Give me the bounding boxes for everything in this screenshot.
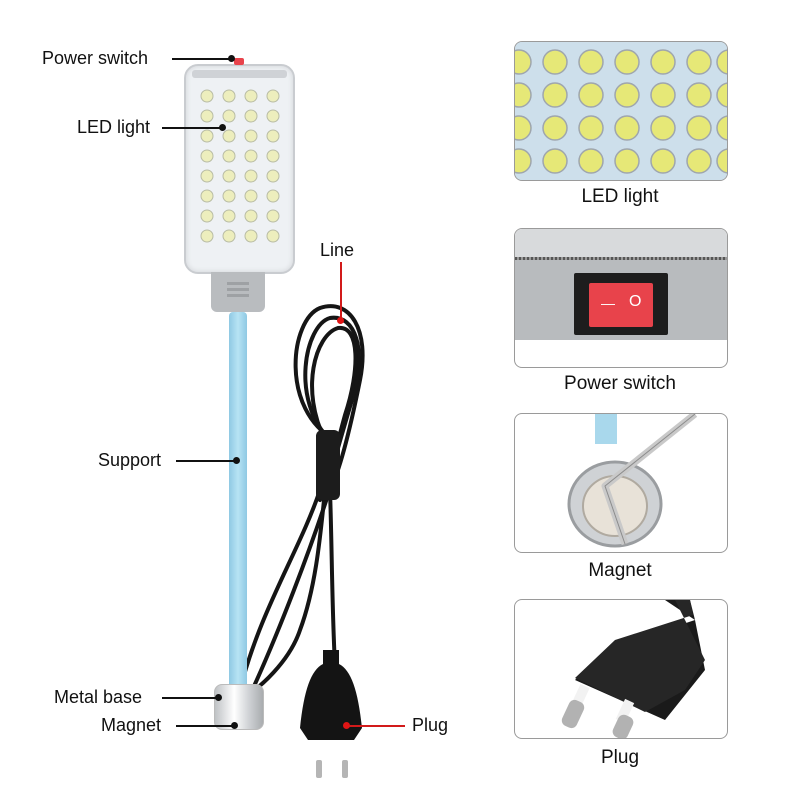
- led-array-illustration: [200, 89, 280, 243]
- callout-leader-magnet: [176, 725, 234, 727]
- detail-panel-led-light: [514, 41, 728, 181]
- detail-panel-magnet: [514, 413, 728, 553]
- support-tube: [229, 312, 247, 692]
- magnet-closeup-illustration: [567, 414, 698, 548]
- metal-base: [214, 684, 264, 730]
- callout-dot-plug: [343, 722, 350, 729]
- callout-label-plug: Plug: [412, 715, 449, 735]
- detail-panel-plug: [514, 599, 728, 739]
- detail-panel-power-switch: — O: [514, 228, 728, 368]
- callout-dot-power-switch: [228, 55, 235, 62]
- plug-closeup-illustration: [561, 600, 705, 738]
- callout-label-line: Line: [320, 240, 355, 260]
- product-diagram: Power switch LED light Line Support Meta…: [42, 48, 449, 778]
- callout-label-led-light: LED light: [77, 117, 151, 137]
- callout-leader-led-light: [162, 127, 222, 129]
- switch-on-symbol: O: [629, 293, 642, 310]
- detail-caption-magnet: Magnet: [588, 560, 652, 581]
- led-closeup-illustration: [515, 42, 727, 180]
- callout-leader-support: [176, 460, 236, 462]
- callout-label-support: Support: [98, 450, 162, 470]
- detail-caption-led-light: LED light: [581, 186, 659, 207]
- callout-label-metal-base: Metal base: [54, 687, 143, 707]
- callout-leader-metal-base: [162, 697, 218, 699]
- callout-leader-plug: [349, 725, 405, 727]
- callout-dot-magnet: [231, 722, 238, 729]
- lamp-neck-connector: [211, 272, 265, 312]
- callout-leader-power-switch: [172, 58, 232, 60]
- callout-dot-led-light: [219, 124, 226, 131]
- plug-illustration: [300, 650, 362, 778]
- power-cable-illustration: [236, 304, 365, 702]
- rocker-switch-housing: — O: [574, 273, 668, 335]
- callout-label-power-switch: Power switch: [42, 48, 149, 68]
- detail-caption-plug: Plug: [600, 747, 640, 768]
- callout-dot-metal-base: [215, 694, 222, 701]
- callout-leader-line: [340, 262, 342, 320]
- power-switch-nub: [234, 58, 244, 65]
- lamp-head: [184, 64, 295, 274]
- callout-label-magnet: Magnet: [101, 715, 162, 735]
- switch-off-symbol: —: [601, 295, 615, 311]
- callout-dot-support: [233, 457, 240, 464]
- callout-dot-line: [337, 317, 344, 324]
- rocker-switch: — O: [589, 283, 653, 327]
- detail-caption-power-switch: Power switch: [564, 373, 676, 394]
